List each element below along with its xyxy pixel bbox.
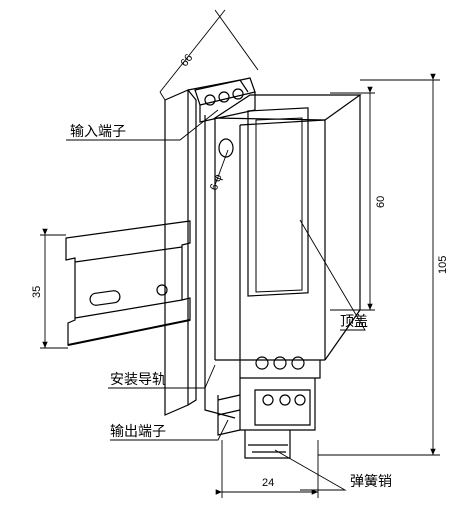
- terminal-screw: [279, 394, 291, 406]
- main-body: [213, 94, 362, 361]
- terminal-screw: [232, 88, 244, 100]
- rail-slot: [89, 290, 121, 306]
- window-height-dimension: 60: [375, 196, 387, 208]
- terminal-screw: [218, 91, 230, 103]
- rail-hole: [156, 284, 168, 296]
- rail-height-dimension: 35: [31, 286, 43, 298]
- leader-lines: [66, 109, 366, 491]
- spring-pin-part: [244, 430, 291, 459]
- din-rail: [65, 220, 191, 346]
- back-housing: [164, 79, 249, 419]
- terminal-screw: [291, 356, 305, 370]
- bottom-terminal-block: [217, 356, 321, 436]
- depth-dimension: 66: [178, 52, 195, 69]
- hole-dimension: 6 φ: [208, 173, 225, 192]
- terminal-screw: [262, 394, 274, 406]
- terminal-screw: [255, 356, 269, 370]
- top-cover-label: 顶盖: [340, 313, 368, 329]
- terminal-screw: [273, 356, 287, 370]
- output-terminal-label: 输出端子: [110, 423, 166, 439]
- screw-hole: [218, 138, 234, 158]
- terminal-screw: [204, 94, 216, 106]
- top-terminal-block: [194, 77, 256, 123]
- total-height-dimension: 105: [437, 256, 449, 274]
- terminal-screw: [294, 394, 306, 406]
- spring-pin-label: 弹簧销: [350, 473, 392, 489]
- din-rail-label: 安装导轨: [110, 371, 166, 387]
- input-terminal-label: 输入端子: [70, 123, 126, 139]
- display-window: [247, 107, 309, 297]
- dimension-lines: [40, 9, 440, 498]
- width-dimension: 24: [262, 477, 274, 489]
